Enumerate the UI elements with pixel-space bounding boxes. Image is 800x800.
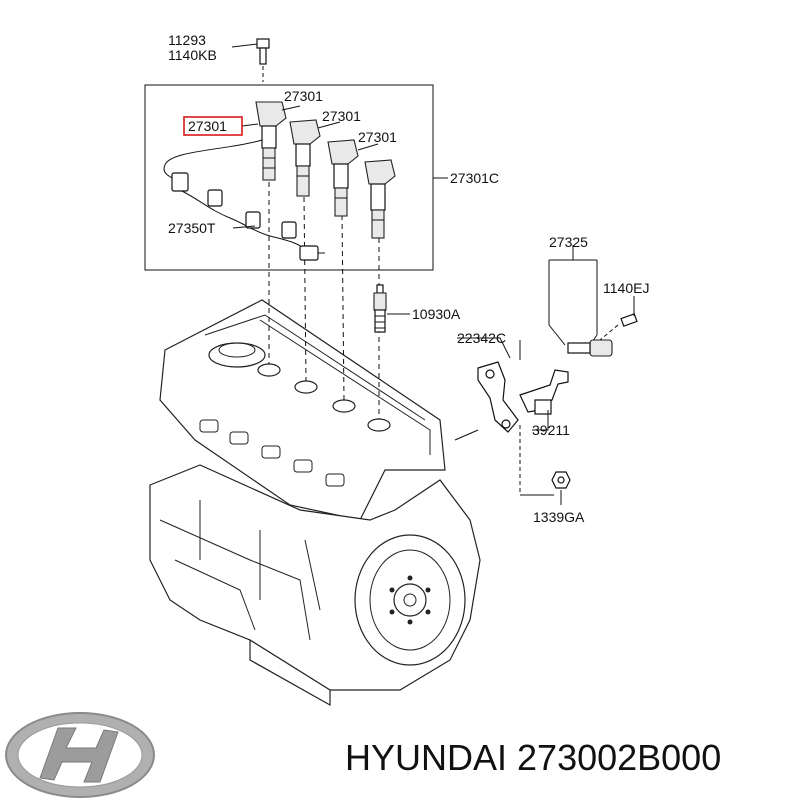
callout-27325: 27325	[549, 234, 588, 250]
callout-11293: 11293	[168, 32, 206, 48]
spark-plug-icon	[373, 284, 410, 333]
engine-block	[149, 299, 481, 707]
callout-leaders	[232, 105, 448, 229]
highlight-box	[183, 116, 243, 136]
callout-1140kb: 1140KB	[168, 47, 217, 63]
callout-27301-b: 27301	[322, 108, 361, 124]
callout-27301-highlight: 27301	[188, 118, 227, 134]
sensor-icon	[548, 245, 638, 357]
callout-22342c: 22342C	[457, 330, 506, 346]
callout-1339ga: 1339GA	[533, 509, 585, 525]
footer-caption: HYUNDAI 273002B000	[345, 737, 721, 778]
callout-27350t: 27350T	[168, 220, 216, 236]
callout-10930a: 10930A	[412, 306, 461, 322]
bolt-icon	[231, 38, 270, 82]
callout-27301c: 27301C	[450, 170, 499, 186]
bracket-icon	[454, 337, 569, 496]
wiring-harness-icon	[163, 139, 325, 261]
ignition-coil-icon	[255, 101, 396, 239]
callout-39211: 39211	[532, 422, 570, 438]
callout-1140ej: 1140EJ	[603, 280, 649, 296]
callout-27301-c: 27301	[358, 129, 397, 145]
callout-27301-a: 27301	[284, 88, 323, 104]
nut-icon	[551, 471, 571, 505]
hyundai-logo-icon	[5, 712, 155, 798]
